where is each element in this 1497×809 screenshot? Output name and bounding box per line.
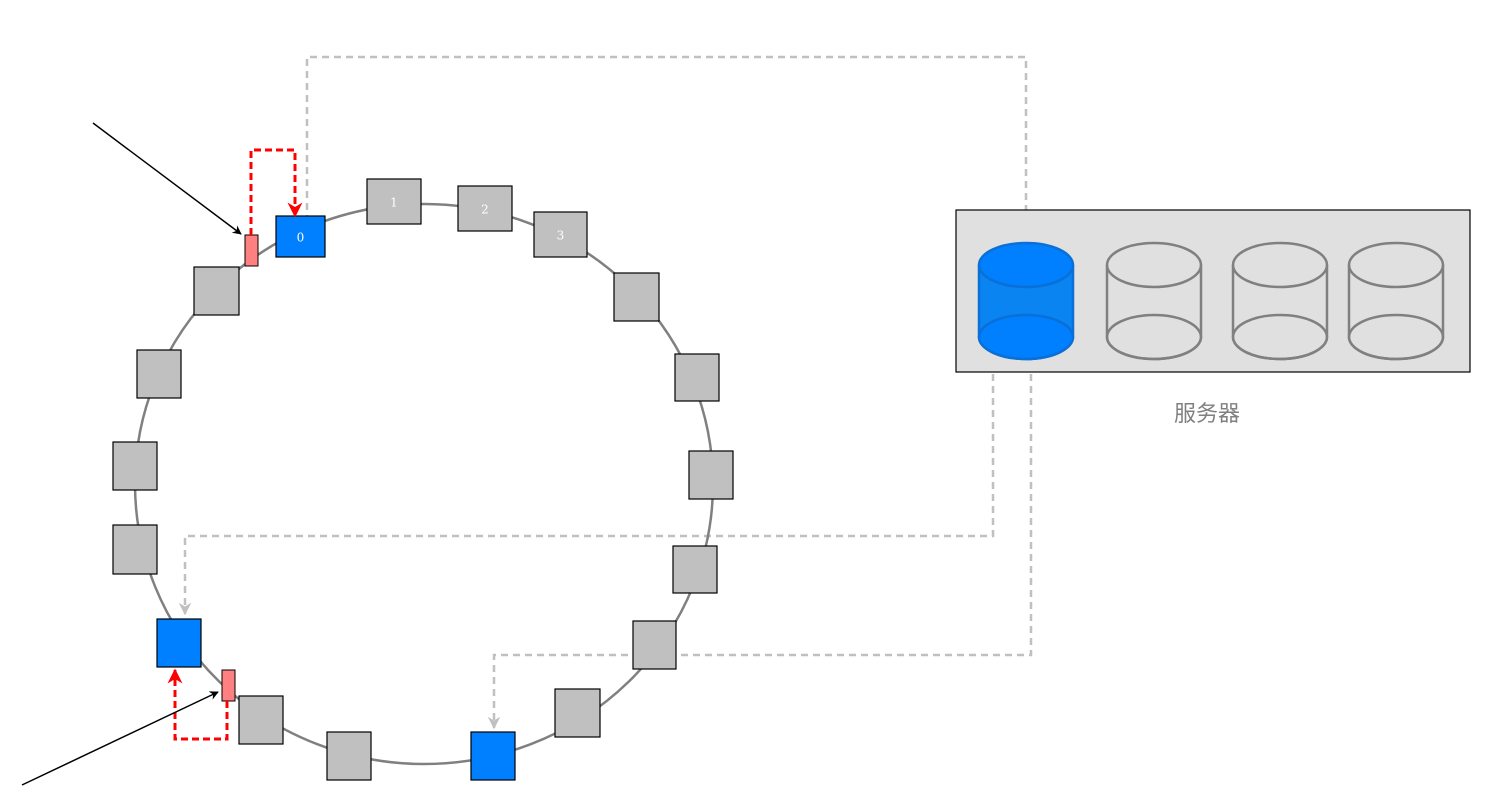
disk-bottom [977,313,1075,361]
ring-node-label: 1 [390,196,398,210]
connector-server-to-node-bottom [487,350,1033,730]
ring-node: 3 [533,211,588,258]
ring-node [674,353,720,402]
ring-node-label: 3 [557,229,565,243]
ring-node [554,688,601,738]
ring-node [193,266,240,316]
disk-top [1105,241,1203,289]
ring-node [613,272,660,322]
disk-icon [1347,241,1445,361]
server-label: 服务器 [1174,402,1240,427]
ring-node-gray [632,620,677,670]
ring-node-gray [136,349,182,399]
ring-nodes: 0 1 2 3 [112,178,734,781]
ring-node-gray [366,178,422,225]
ring-node-gray [672,545,718,594]
server-disks [977,241,1445,361]
key-marker-bottom [221,669,236,702]
pointer-arrow-top [92,122,242,235]
ring-node [156,618,202,668]
ring-node-gray [326,731,372,781]
pointer-arrow-bottom [21,691,219,786]
ring-node: 2 [457,185,513,232]
disk-top [977,241,1075,289]
ring-node-gray [554,688,601,738]
ring-node-blue [156,618,202,668]
lookup-arrow-bottom [167,668,229,741]
ring-node-gray [112,524,158,575]
disk-bottom [1231,313,1329,361]
ring-node: 1 [366,178,422,225]
ring-node-gray [688,450,734,500]
ring-node: 0 [275,215,326,258]
key-marker-top [244,234,259,267]
ring-node-gray [674,353,720,402]
disk-bottom [1105,313,1203,361]
connector-server-to-node-0 [305,55,1028,248]
ring-node-label: 0 [297,231,305,245]
ring-node [112,441,158,491]
disk-bottom [1347,313,1445,361]
ring-node [136,349,182,399]
ring-node [470,731,516,781]
ring-node-gray [457,185,513,232]
ring-node [238,695,284,745]
connector-server-to-node-left [178,350,995,616]
ring-node-gray [238,695,284,745]
disk-top [1347,241,1445,289]
ring-node-gray [112,441,158,491]
ring-node-gray [533,211,588,258]
ring-node [112,524,158,575]
disk-icon [1105,241,1203,361]
ring-node-gray [193,266,240,316]
ring-node-gray [613,272,660,322]
ring-node-label: 2 [481,203,489,217]
ring-node-blue [470,731,516,781]
disk-icon-active [977,241,1075,361]
ring-node [326,731,372,781]
disk-icon [1231,241,1329,361]
ring-node [672,545,718,594]
ring-node [632,620,677,670]
ring-node [688,450,734,500]
disk-top [1231,241,1329,289]
